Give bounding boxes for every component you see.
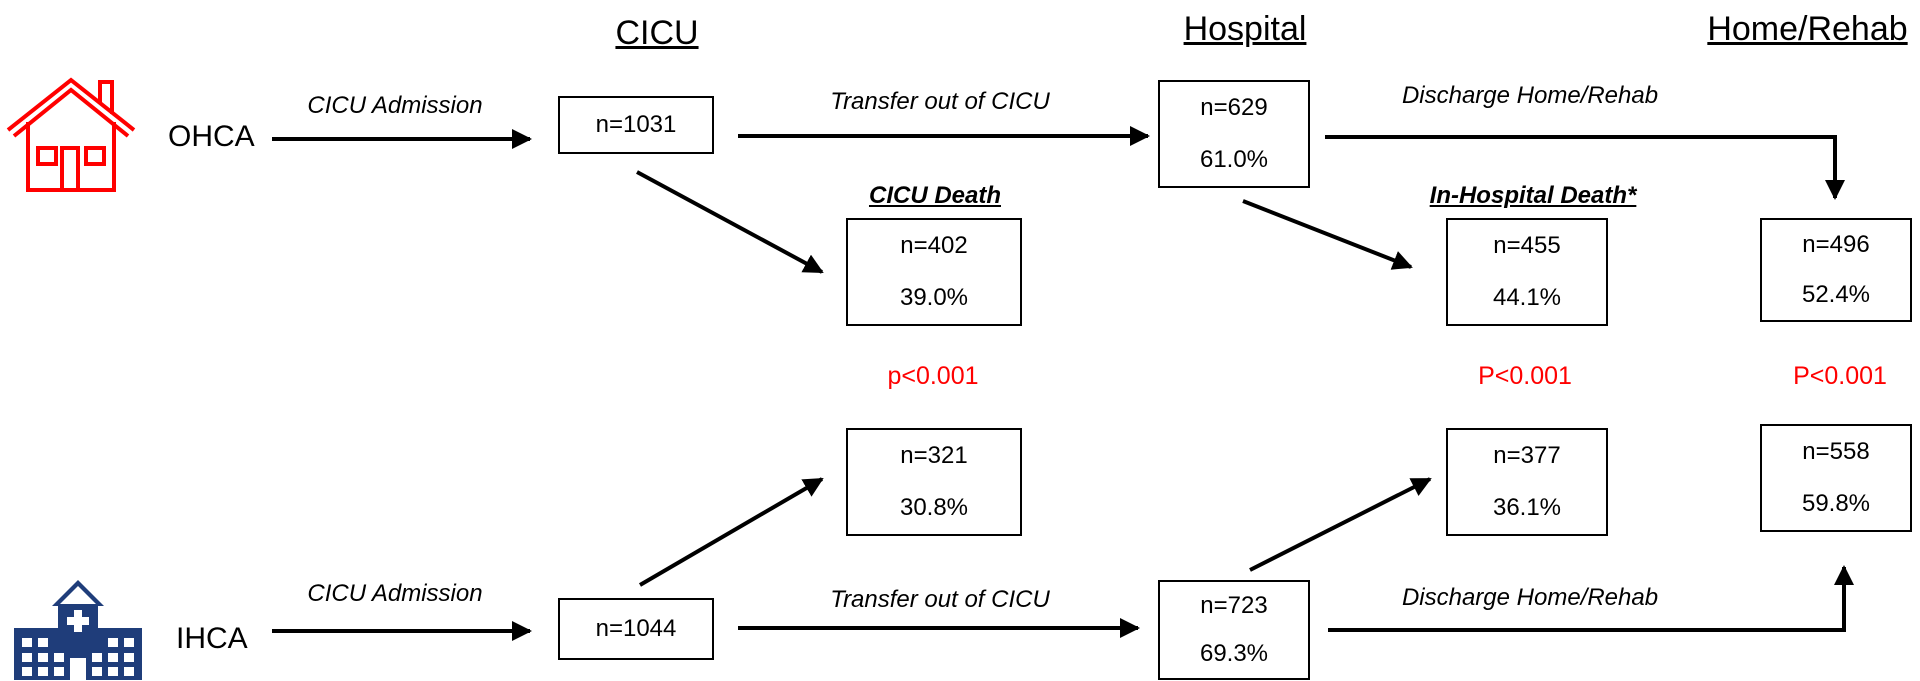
box-n: n=377	[1493, 442, 1561, 469]
box-ihca-home-rehab: n=558 59.8%	[1760, 424, 1912, 532]
ohca-discharge-arrow	[1325, 135, 1845, 200]
box-n: n=321	[900, 442, 968, 469]
ihca-hosp-death-arrow	[1249, 477, 1432, 572]
box-percent: 61.0%	[1199, 146, 1269, 173]
box-percent: 39.0%	[899, 284, 969, 311]
box-n: n=1044	[595, 615, 677, 642]
group-label-ihca: IHCA	[176, 622, 248, 655]
box-ihca-cicu-death: n=321 30.8%	[846, 428, 1022, 536]
box-n: n=496	[1802, 231, 1870, 258]
pvalue-hospital: P<0.001	[1478, 362, 1572, 390]
ihca-cicu-death-arrow	[638, 477, 824, 587]
pvalue-home: P<0.001	[1793, 362, 1887, 390]
ohca-hosp-death-arrow	[1242, 199, 1413, 270]
pvalue-cicu: p<0.001	[887, 362, 979, 390]
in-hospital-death-label: In-Hospital Death*	[1429, 182, 1637, 209]
box-ohca-home-rehab: n=496 52.4%	[1760, 218, 1912, 322]
group-label-ohca: OHCA	[168, 120, 255, 153]
box-ohca-hospital: n=629 61.0%	[1158, 80, 1310, 188]
edge-label-discharge-ohca: Discharge Home/Rehab	[1401, 82, 1659, 109]
box-percent: 44.1%	[1492, 284, 1562, 311]
edge-label-admission-ihca: CICU Admission	[307, 580, 483, 607]
box-percent: 59.8%	[1801, 490, 1871, 517]
box-ohca-in-hospital-death: n=455 44.1%	[1446, 218, 1608, 326]
edge-label-transfer-ohca: Transfer out of CICU	[830, 88, 1050, 115]
box-ihca-cicu: n=1044	[558, 598, 714, 660]
header-home-rehab: Home/Rehab	[1707, 10, 1908, 48]
cicu-death-label: CICU Death	[868, 182, 1001, 209]
box-n: n=402	[900, 232, 968, 259]
box-percent: 52.4%	[1801, 281, 1871, 308]
edge-label-discharge-ihca: Discharge Home/Rehab	[1401, 584, 1659, 611]
ohca-cicu-death-arrow	[636, 170, 824, 274]
box-n: n=723	[1200, 592, 1268, 619]
box-ohca-cicu: n=1031	[558, 96, 714, 154]
box-n: n=558	[1802, 438, 1870, 465]
box-percent: 36.1%	[1492, 494, 1562, 521]
box-percent: 69.3%	[1199, 640, 1269, 667]
box-n: n=1031	[595, 111, 677, 138]
house-icon	[6, 77, 136, 192]
box-ihca-hospital: n=723 69.3%	[1158, 580, 1310, 680]
edge-label-admission-ohca: CICU Admission	[307, 92, 483, 119]
box-ohca-cicu-death: n=402 39.0%	[846, 218, 1022, 326]
hospital-icon	[14, 580, 142, 680]
edge-label-transfer-ihca: Transfer out of CICU	[830, 586, 1050, 613]
box-n: n=455	[1493, 232, 1561, 259]
box-ihca-in-hospital-death: n=377 36.1%	[1446, 428, 1608, 536]
box-n: n=629	[1200, 94, 1268, 121]
header-cicu: CICU	[615, 14, 699, 52]
ihca-discharge-arrow	[1328, 565, 1854, 632]
header-hospital: Hospital	[1183, 10, 1307, 48]
box-percent: 30.8%	[899, 494, 969, 521]
